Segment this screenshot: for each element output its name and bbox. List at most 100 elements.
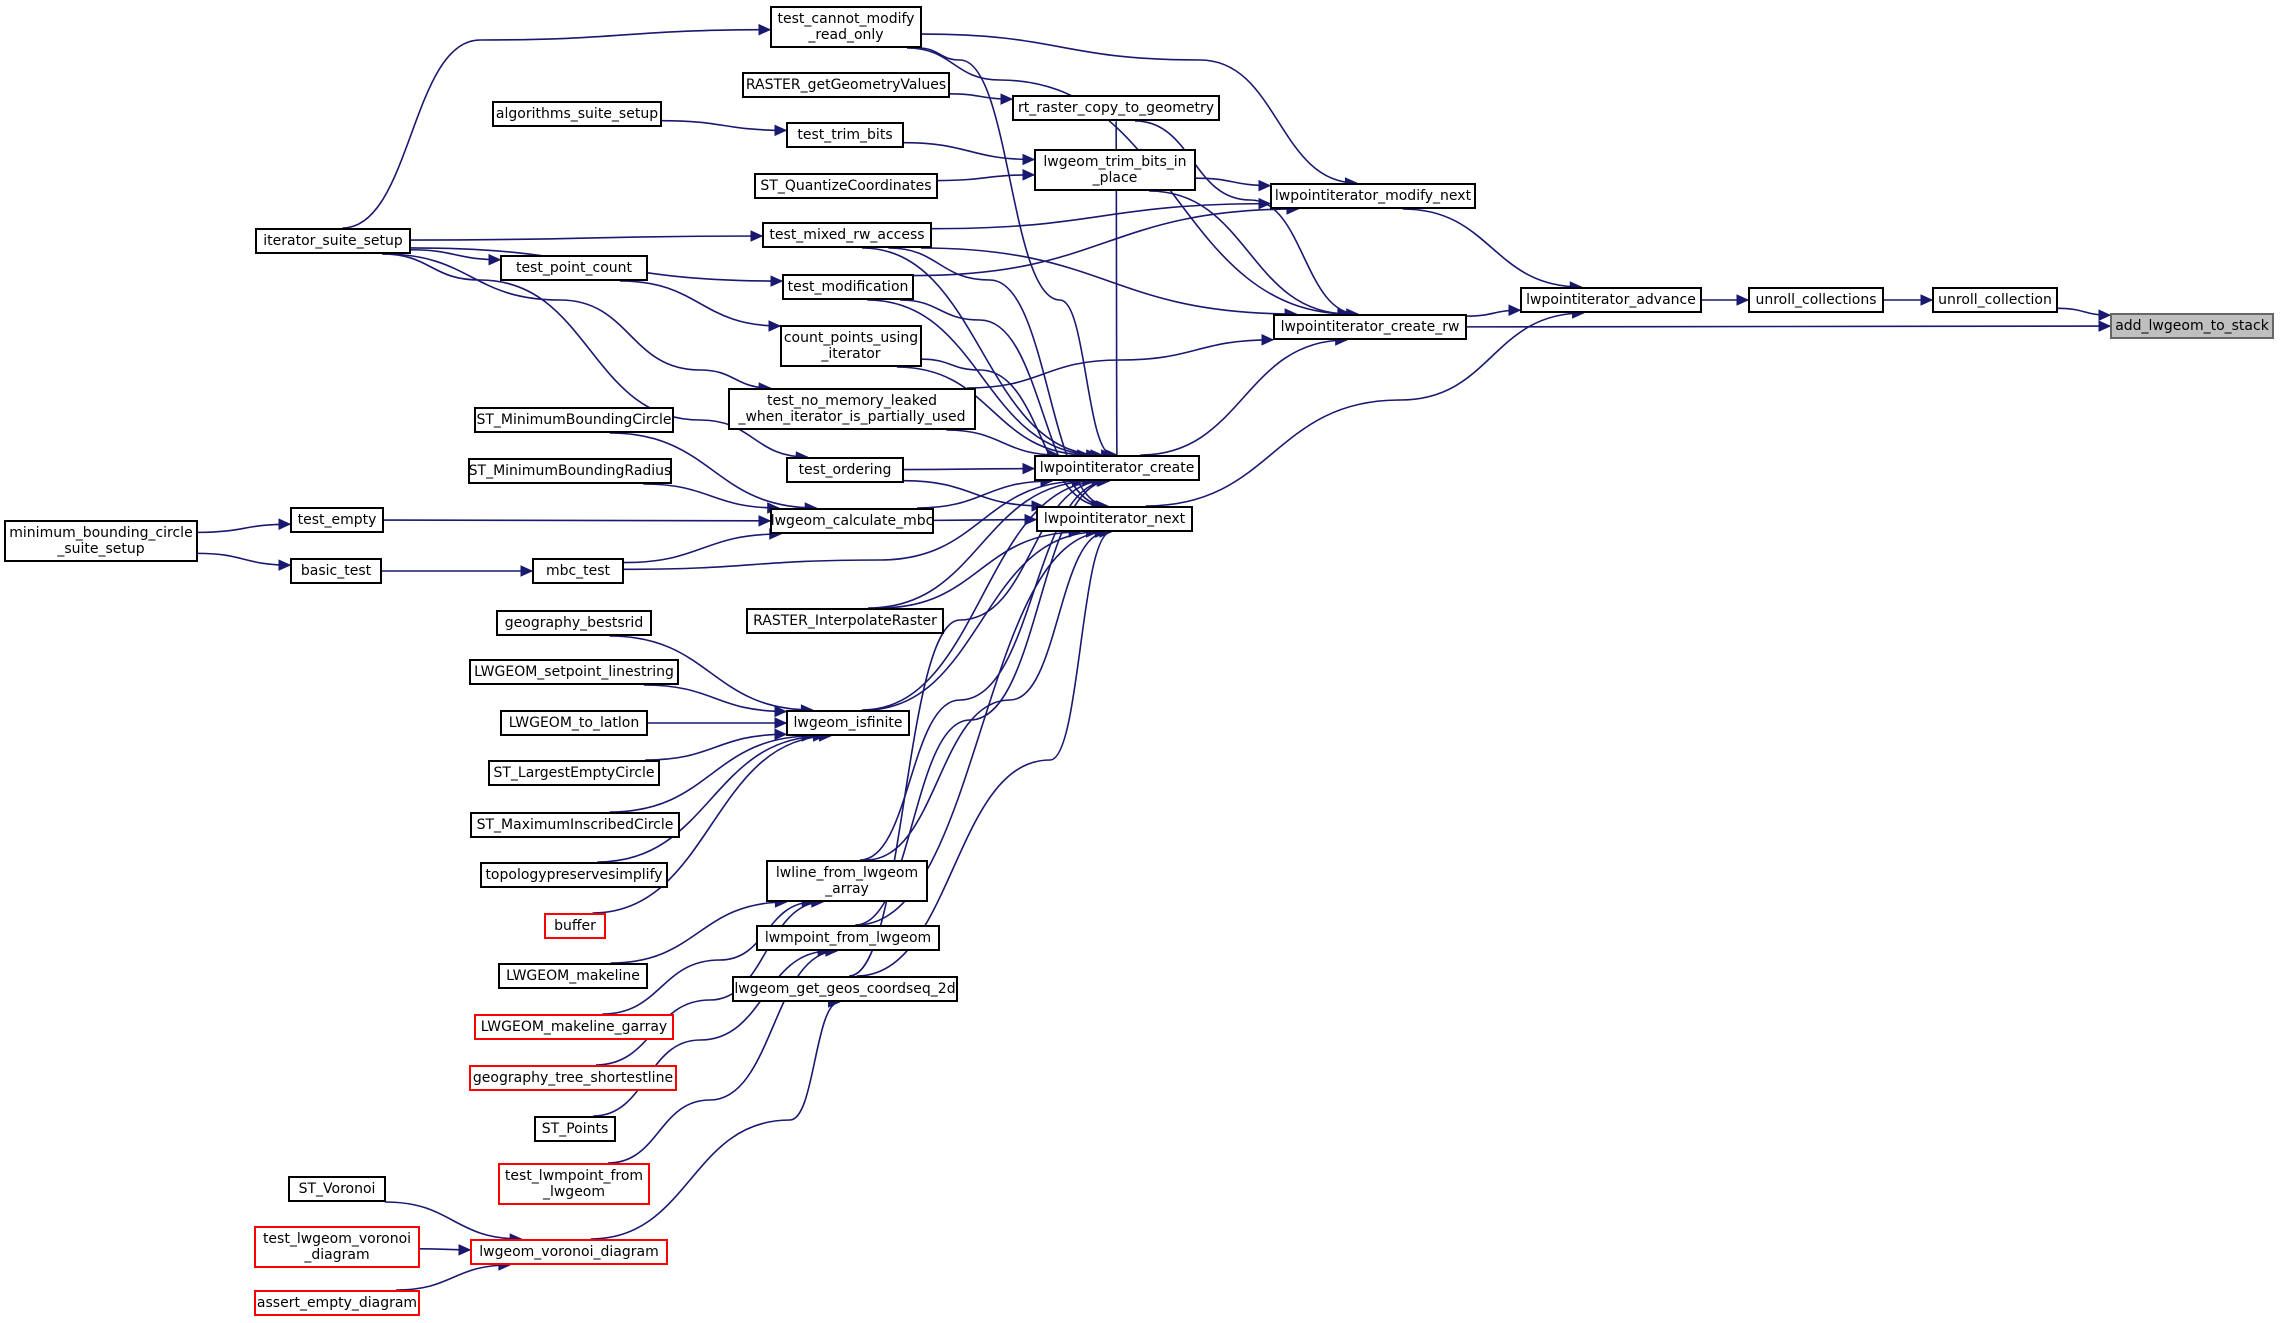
- arrowhead-lwgeom_trim_bits_in_place: [1022, 153, 1036, 166]
- arrowhead-basic_test: [278, 559, 292, 571]
- node-lwpointiterator-create[interactable]: lwpointiterator_create: [1034, 455, 1200, 481]
- edge-test_mixed_rw_access-to-lwpointiterator_create_rw: [920, 247, 1297, 315]
- edge-test_no_memory_leaked-to-lwpointiterator_create: [946, 429, 1059, 456]
- node-test-trim-bits[interactable]: test_trim_bits: [786, 122, 904, 148]
- arrowhead-test_empty: [278, 518, 292, 530]
- node-lwpointiterator-modify-next[interactable]: lwpointiterator_modify_next: [1270, 183, 1476, 209]
- node-buffer[interactable]: buffer: [544, 913, 606, 939]
- arrowhead-count_points_using_iterator: [768, 320, 782, 332]
- node-st-maximuminscribedcircle[interactable]: ST_MaximumInscribedCircle: [470, 812, 680, 838]
- node-test-point-count[interactable]: test_point_count: [500, 255, 648, 281]
- node-lwgeom-get-geos-coordseq-2d[interactable]: lwgeom_get_geos_coordseq_2d: [732, 976, 958, 1002]
- edge-minimum_bounding_circle_suite_setup-to-test_empty: [197, 523, 291, 534]
- node-iterator-suite-setup[interactable]: iterator_suite_setup: [255, 228, 411, 254]
- edge-algorithms_suite_setup-to-test_trim_bits: [661, 119, 787, 132]
- edge-lwpointiterator_modify_next-to-lwpointiterator_advance: [1402, 208, 1582, 288]
- node-lwline-from-lwgeom-array[interactable]: lwline_from_lwgeom _array: [766, 860, 928, 902]
- node-rt-raster-copy-to-geometry[interactable]: rt_raster_copy_to_geometry: [1012, 95, 1220, 121]
- edge-RASTER_InterpolateRaster-to-lwpointiterator_create: [868, 480, 1094, 609]
- edge-test_cannot_modify_read_only-to-lwpointiterator_modify_next: [921, 33, 1357, 184]
- node-test-empty[interactable]: test_empty: [290, 507, 384, 533]
- node-assert-empty-diagram[interactable]: assert_empty_diagram: [254, 1290, 420, 1316]
- node-unroll-collection[interactable]: unroll_collection: [1932, 287, 2058, 313]
- edge-topologypreservesimplify-to-lwgeom_isfinite: [597, 735, 825, 863]
- node-lwgeom-to-latlon[interactable]: LWGEOM_to_latlon: [500, 710, 648, 736]
- edge-RASTER_InterpolateRaster-to-lwpointiterator_next: [879, 531, 1081, 609]
- node-lwgeom-isfinite[interactable]: lwgeom_isfinite: [786, 710, 910, 736]
- edge-test_point_count-to-count_points_using_iterator: [620, 280, 781, 327]
- edge-test_ordering-to-lwpointiterator_create: [903, 467, 1035, 471]
- arrowhead-mbc_test: [520, 565, 534, 577]
- node-lwmpoint-from-lwgeom[interactable]: lwmpoint_from_lwgeom: [756, 925, 940, 951]
- arrowhead-lwgeom_calculate_mbc: [758, 515, 772, 527]
- node-test-modification[interactable]: test_modification: [782, 274, 914, 300]
- node-test-lwmpoint-from-lwgeom[interactable]: test_lwmpoint_from _lwgeom: [498, 1163, 650, 1205]
- node-lwpointiterator-create-rw[interactable]: lwpointiterator_create_rw: [1273, 314, 1467, 340]
- node-st-voronoi[interactable]: ST_Voronoi: [288, 1176, 386, 1202]
- node-st-largestemptycircle[interactable]: ST_LargestEmptyCircle: [488, 760, 660, 786]
- node-st-minimumboundingcircle[interactable]: ST_MinimumBoundingCircle: [474, 407, 674, 433]
- node-st-minimumboundingradius[interactable]: ST_MinimumBoundingRadius: [468, 458, 672, 484]
- edge-lwgeom_trim_bits_in_place-to-lwpointiterator_create_rw: [1149, 190, 1349, 315]
- edge-test_empty-to-lwgeom_calculate_mbc: [383, 519, 771, 522]
- node-test-lwgeom-voronoi-diagram[interactable]: test_lwgeom_voronoi _diagram: [254, 1226, 420, 1268]
- node-lwgeom-setpoint-linestring[interactable]: LWGEOM_setpoint_linestring: [469, 659, 679, 685]
- edge-ST_MinimumBoundingCircle-to-lwgeom_calculate_mbc: [609, 432, 817, 509]
- node-lwpointiterator-next[interactable]: lwpointiterator_next: [1036, 506, 1193, 532]
- edge-test_modification-to-lwpointiterator_create: [867, 299, 1098, 456]
- node-lwgeom-calculate-mbc[interactable]: lwgeom_calculate_mbc: [770, 508, 934, 534]
- node-geography-bestsrid[interactable]: geography_bestsrid: [496, 610, 652, 636]
- edge-test_trim_bits-to-lwgeom_trim_bits_in_place: [903, 141, 1035, 161]
- node-lwgeom-makeline-garray[interactable]: LWGEOM_makeline_garray: [474, 1014, 674, 1040]
- node-lwpointiterator-advance[interactable]: lwpointiterator_advance: [1520, 287, 1702, 313]
- arrowhead-test_point_count: [488, 253, 502, 266]
- edge-mbc_test-to-lwpointiterator_create: [623, 480, 1084, 571]
- node-unroll-collections[interactable]: unroll_collections: [1748, 287, 1884, 313]
- node-raster-interpolateraster[interactable]: RASTER_InterpolateRaster: [746, 608, 944, 634]
- edge-lwpointiterator_next-to-lwpointiterator_advance: [1145, 312, 1584, 507]
- edge-ST_MinimumBoundingRadius-to-lwgeom_calculate_mbc: [643, 483, 779, 509]
- node-geography-tree-shortestline[interactable]: geography_tree_shortestline: [469, 1065, 677, 1091]
- node-st-quantizecoordinates[interactable]: ST_QuantizeCoordinates: [754, 173, 938, 199]
- node-test-mixed-rw-access[interactable]: test_mixed_rw_access: [762, 222, 932, 248]
- edge-geography_bestsrid-to-lwgeom_isfinite: [609, 635, 813, 711]
- node-minimum-bounding-circle-suite-setup[interactable]: minimum_bounding_circle _suite_setup: [4, 520, 198, 562]
- node-raster-getgeometryvalues[interactable]: RASTER_getGeometryValues: [742, 72, 950, 98]
- edge-lwline_from_lwgeom_array-to-lwpointiterator_next: [865, 531, 1108, 861]
- arrowhead-unroll_collections: [1736, 294, 1750, 306]
- arrowhead-lwgeom_isfinite: [774, 705, 788, 718]
- node-lwgeom-makeline[interactable]: LWGEOM_makeline: [498, 963, 648, 989]
- edge-lwpointiterator_create-to-lwpointiterator_create_rw: [1140, 339, 1347, 456]
- edge-ST_LargestEmptyCircle-to-lwgeom_isfinite: [645, 733, 787, 761]
- edge-count_points_using_iterator-to-lwpointiterator_next: [921, 358, 1103, 507]
- edge-LWGEOM_makeline-to-lwline_from_lwgeom_array: [610, 901, 787, 964]
- node-test-ordering[interactable]: test_ordering: [786, 457, 904, 483]
- arrowhead-test_cannot_modify_read_only: [758, 23, 772, 36]
- node-lwgeom-voronoi-diagram[interactable]: lwgeom_voronoi_diagram: [470, 1239, 668, 1265]
- node-mbc-test[interactable]: mbc_test: [532, 558, 624, 584]
- node-topologypreservesimplify[interactable]: topologypreservesimplify: [480, 862, 668, 888]
- arrowhead-lwgeom_isfinite: [774, 728, 788, 741]
- edge-lwgeom_voronoi_diagram-to-lwgeom_get_geos_coordseq_2d: [590, 1001, 840, 1240]
- edge-iterator_suite_setup-to-test_point_count: [410, 248, 501, 261]
- node-test-cannot-modify-read-only[interactable]: test_cannot_modify _read_only: [770, 6, 922, 48]
- edge-iterator_suite_setup-to-test_ordering: [381, 253, 808, 458]
- edge-test_no_memory_leaked-to-lwpointiterator_create_rw: [966, 339, 1274, 389]
- edge-lwpointiterator_create_rw-to-add_lwgeom_to_stack: [1466, 325, 2111, 328]
- node-basic-test[interactable]: basic_test: [290, 558, 382, 584]
- arrowhead-test_mixed_rw_access: [750, 230, 764, 242]
- edge-LWGEOM_makeline_garray-to-lwline_from_lwgeom_array: [602, 901, 814, 1015]
- arrowhead-lwpointiterator_next: [1024, 513, 1038, 526]
- edge-LWGEOM_setpoint_linestring-to-lwgeom_isfinite: [643, 684, 787, 713]
- arrowhead-add_lwgeom_to_stack: [2098, 320, 2112, 332]
- node-algorithms-suite-setup[interactable]: algorithms_suite_setup: [492, 101, 662, 127]
- edge-geography_tree_shortestline-to-lwline_from_lwgeom_array: [595, 901, 823, 1066]
- arrowhead-lwgeom_isfinite: [774, 717, 788, 729]
- edge-buffer-to-lwgeom_isfinite: [592, 735, 831, 914]
- node-count-points-using-iterator[interactable]: count_points_using _iterator: [780, 325, 922, 367]
- edge-rt_raster_copy_to_geometry-to-lwpointiterator_create_rw: [1134, 120, 1358, 315]
- node-test-no-memory-leaked[interactable]: test_no_memory_leaked _when_iterator_is_…: [728, 388, 976, 430]
- node-lwgeom-trim-bits-in-place[interactable]: lwgeom_trim_bits_in _place: [1034, 149, 1196, 191]
- node-st-points[interactable]: ST_Points: [534, 1116, 616, 1142]
